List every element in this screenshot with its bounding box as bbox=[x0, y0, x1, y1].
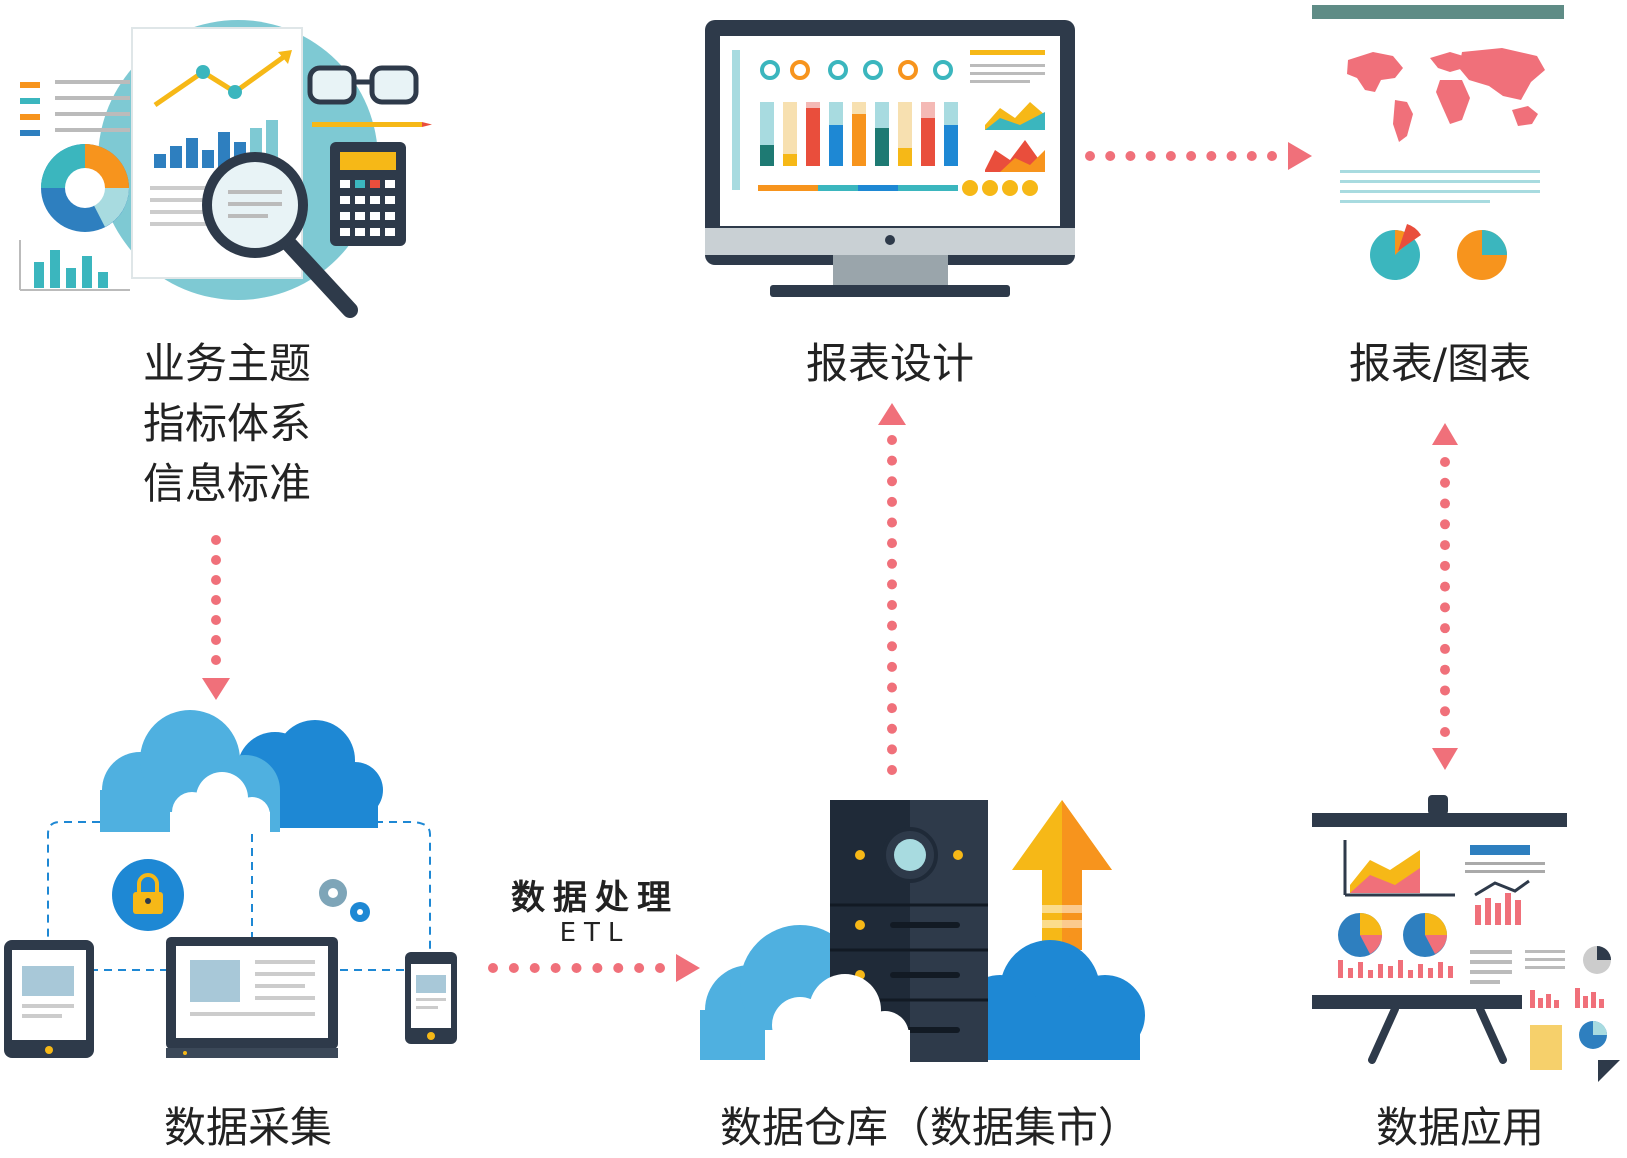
arrow-dot bbox=[1186, 151, 1197, 161]
arrow-dot bbox=[887, 538, 897, 549]
arrow-dot bbox=[1226, 151, 1237, 161]
arrow-dot bbox=[1085, 151, 1095, 161]
arrow-dot bbox=[613, 963, 624, 973]
arrow-dot bbox=[887, 579, 897, 590]
label-data-collection: 数据采集 bbox=[163, 1103, 332, 1152]
monitor-dashboard-icon bbox=[705, 20, 1075, 297]
label-processing: 数据处理 bbox=[511, 878, 679, 918]
arrow-dot bbox=[1440, 685, 1450, 696]
arrow-dot bbox=[1440, 623, 1450, 634]
arrow-dot bbox=[529, 963, 540, 973]
arrow-dot bbox=[1440, 477, 1450, 488]
arrow-dot bbox=[887, 620, 897, 631]
arrow-dot bbox=[488, 963, 498, 973]
arrow-dot bbox=[887, 435, 897, 445]
label-data-application: 数据应用 bbox=[1375, 1103, 1544, 1152]
cloud-devices-icon bbox=[4, 710, 457, 1058]
arrow-dot bbox=[1440, 498, 1450, 509]
arrow-dot bbox=[887, 558, 897, 569]
arrow-dot bbox=[887, 517, 897, 528]
arrow-dot bbox=[887, 476, 897, 487]
arrow-dot bbox=[211, 535, 221, 545]
analysis-illustration bbox=[19, 20, 432, 318]
arrow-dot bbox=[1440, 581, 1450, 592]
arrow-dot bbox=[887, 600, 897, 610]
arrow-dot bbox=[1105, 151, 1116, 161]
arrow-dot bbox=[887, 765, 897, 775]
arrow-dot bbox=[887, 641, 897, 652]
arrow-dot bbox=[887, 661, 897, 672]
arrow-warehouse-to-report-design bbox=[878, 403, 906, 775]
arrow-dot bbox=[1440, 457, 1450, 467]
label-business-subjects: 业务主题 指标体系 信息标准 bbox=[143, 334, 311, 514]
arrow-dot bbox=[1145, 151, 1156, 161]
arrow-dot bbox=[211, 555, 221, 565]
arrow-dot bbox=[1440, 664, 1450, 675]
arrow-dot bbox=[887, 744, 897, 755]
arrow-dot bbox=[887, 682, 897, 693]
world-map-report-icon bbox=[1312, 5, 1564, 280]
label-report-design: 报表设计 bbox=[805, 339, 974, 388]
arrow-dot bbox=[887, 455, 897, 466]
arrow-collection-to-warehouse bbox=[488, 954, 700, 982]
arrow-dot bbox=[211, 615, 221, 625]
arrow-dot bbox=[508, 963, 519, 973]
label-business-line3: 信息标准 bbox=[143, 459, 312, 508]
arrow-dot bbox=[1440, 602, 1450, 613]
arrow-dot bbox=[634, 963, 645, 973]
presentation-board-icon bbox=[1312, 795, 1620, 1082]
arrow-dot bbox=[1440, 643, 1450, 654]
arrow-business-to-collection bbox=[202, 535, 230, 700]
arrow-report-application-bidirectional bbox=[1432, 423, 1458, 770]
arrow-dot bbox=[1440, 560, 1450, 571]
label-etl: ETL bbox=[559, 918, 631, 948]
arrow-dot bbox=[211, 575, 221, 585]
arrow-dot bbox=[1440, 706, 1450, 717]
arrow-dot bbox=[655, 963, 665, 973]
arrow-dot bbox=[1206, 151, 1217, 161]
label-report-chart: 报表/图表 bbox=[1348, 339, 1532, 388]
arrow-dot bbox=[1165, 151, 1176, 161]
arrow-dot bbox=[1440, 540, 1450, 551]
label-data-warehouse: 数据仓库（数据集市） bbox=[719, 1103, 1140, 1152]
label-business-line2: 指标体系 bbox=[143, 399, 312, 448]
arrow-dot bbox=[1246, 151, 1257, 161]
arrow-dot bbox=[887, 703, 897, 714]
arrow-dot bbox=[571, 963, 582, 973]
arrow-dot bbox=[550, 963, 561, 973]
arrow-dot bbox=[887, 723, 897, 734]
label-business-line1: 业务主题 bbox=[143, 339, 312, 388]
arrow-dot bbox=[1125, 151, 1136, 161]
arrow-dot bbox=[887, 496, 897, 507]
arrow-dot bbox=[1267, 151, 1277, 161]
arrow-dot bbox=[1440, 519, 1450, 530]
arrow-design-to-report bbox=[1085, 142, 1312, 170]
arrow-dot bbox=[211, 595, 221, 605]
arrow-dot bbox=[211, 635, 221, 645]
arrow-dot bbox=[211, 655, 221, 665]
server-cloud-icon bbox=[700, 800, 1145, 1062]
arrow-dot bbox=[1440, 727, 1450, 737]
arrow-dot bbox=[592, 963, 603, 973]
